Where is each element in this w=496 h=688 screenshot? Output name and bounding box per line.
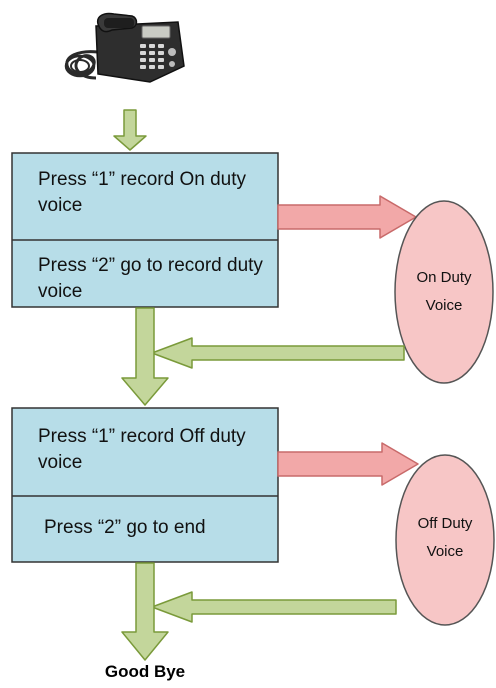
menu-box-1 [11, 152, 279, 308]
flow-arrow-to-box-2 [121, 307, 169, 406]
on-duty-voice-node [394, 200, 494, 384]
off-duty-voice-label: Off Duty Voice [399, 510, 491, 566]
end-label: Good Bye [104, 662, 186, 681]
on-duty-voice-label: On Duty Voice [398, 264, 490, 320]
return-arrow-1 [151, 337, 405, 369]
box-1-option-1: Press “1” record On duty voice [38, 169, 247, 216]
return-arrow-2 [151, 591, 397, 623]
voice-arrow-2 [277, 442, 419, 486]
desk-phone-icon [64, 12, 185, 83]
flow-arrow-to-box-1 [113, 109, 147, 151]
on-duty-voice-line-2: Voice [425, 297, 463, 314]
box-1-option-2: Press “2” go to record duty voice [38, 255, 263, 302]
off-duty-voice-line-1: Off Duty [417, 515, 473, 532]
off-duty-voice-line-2: Voice [426, 543, 464, 560]
box-2-option-2: Press “2” go to end [44, 517, 206, 538]
menu-box-2 [11, 407, 279, 563]
on-duty-voice-line-1: On Duty [416, 269, 472, 286]
box-2-option-1: Press “1” record Off duty voice [38, 426, 246, 473]
off-duty-voice-node [395, 454, 495, 626]
flow-arrow-to-end [121, 562, 169, 661]
voice-arrow-1 [277, 195, 417, 239]
